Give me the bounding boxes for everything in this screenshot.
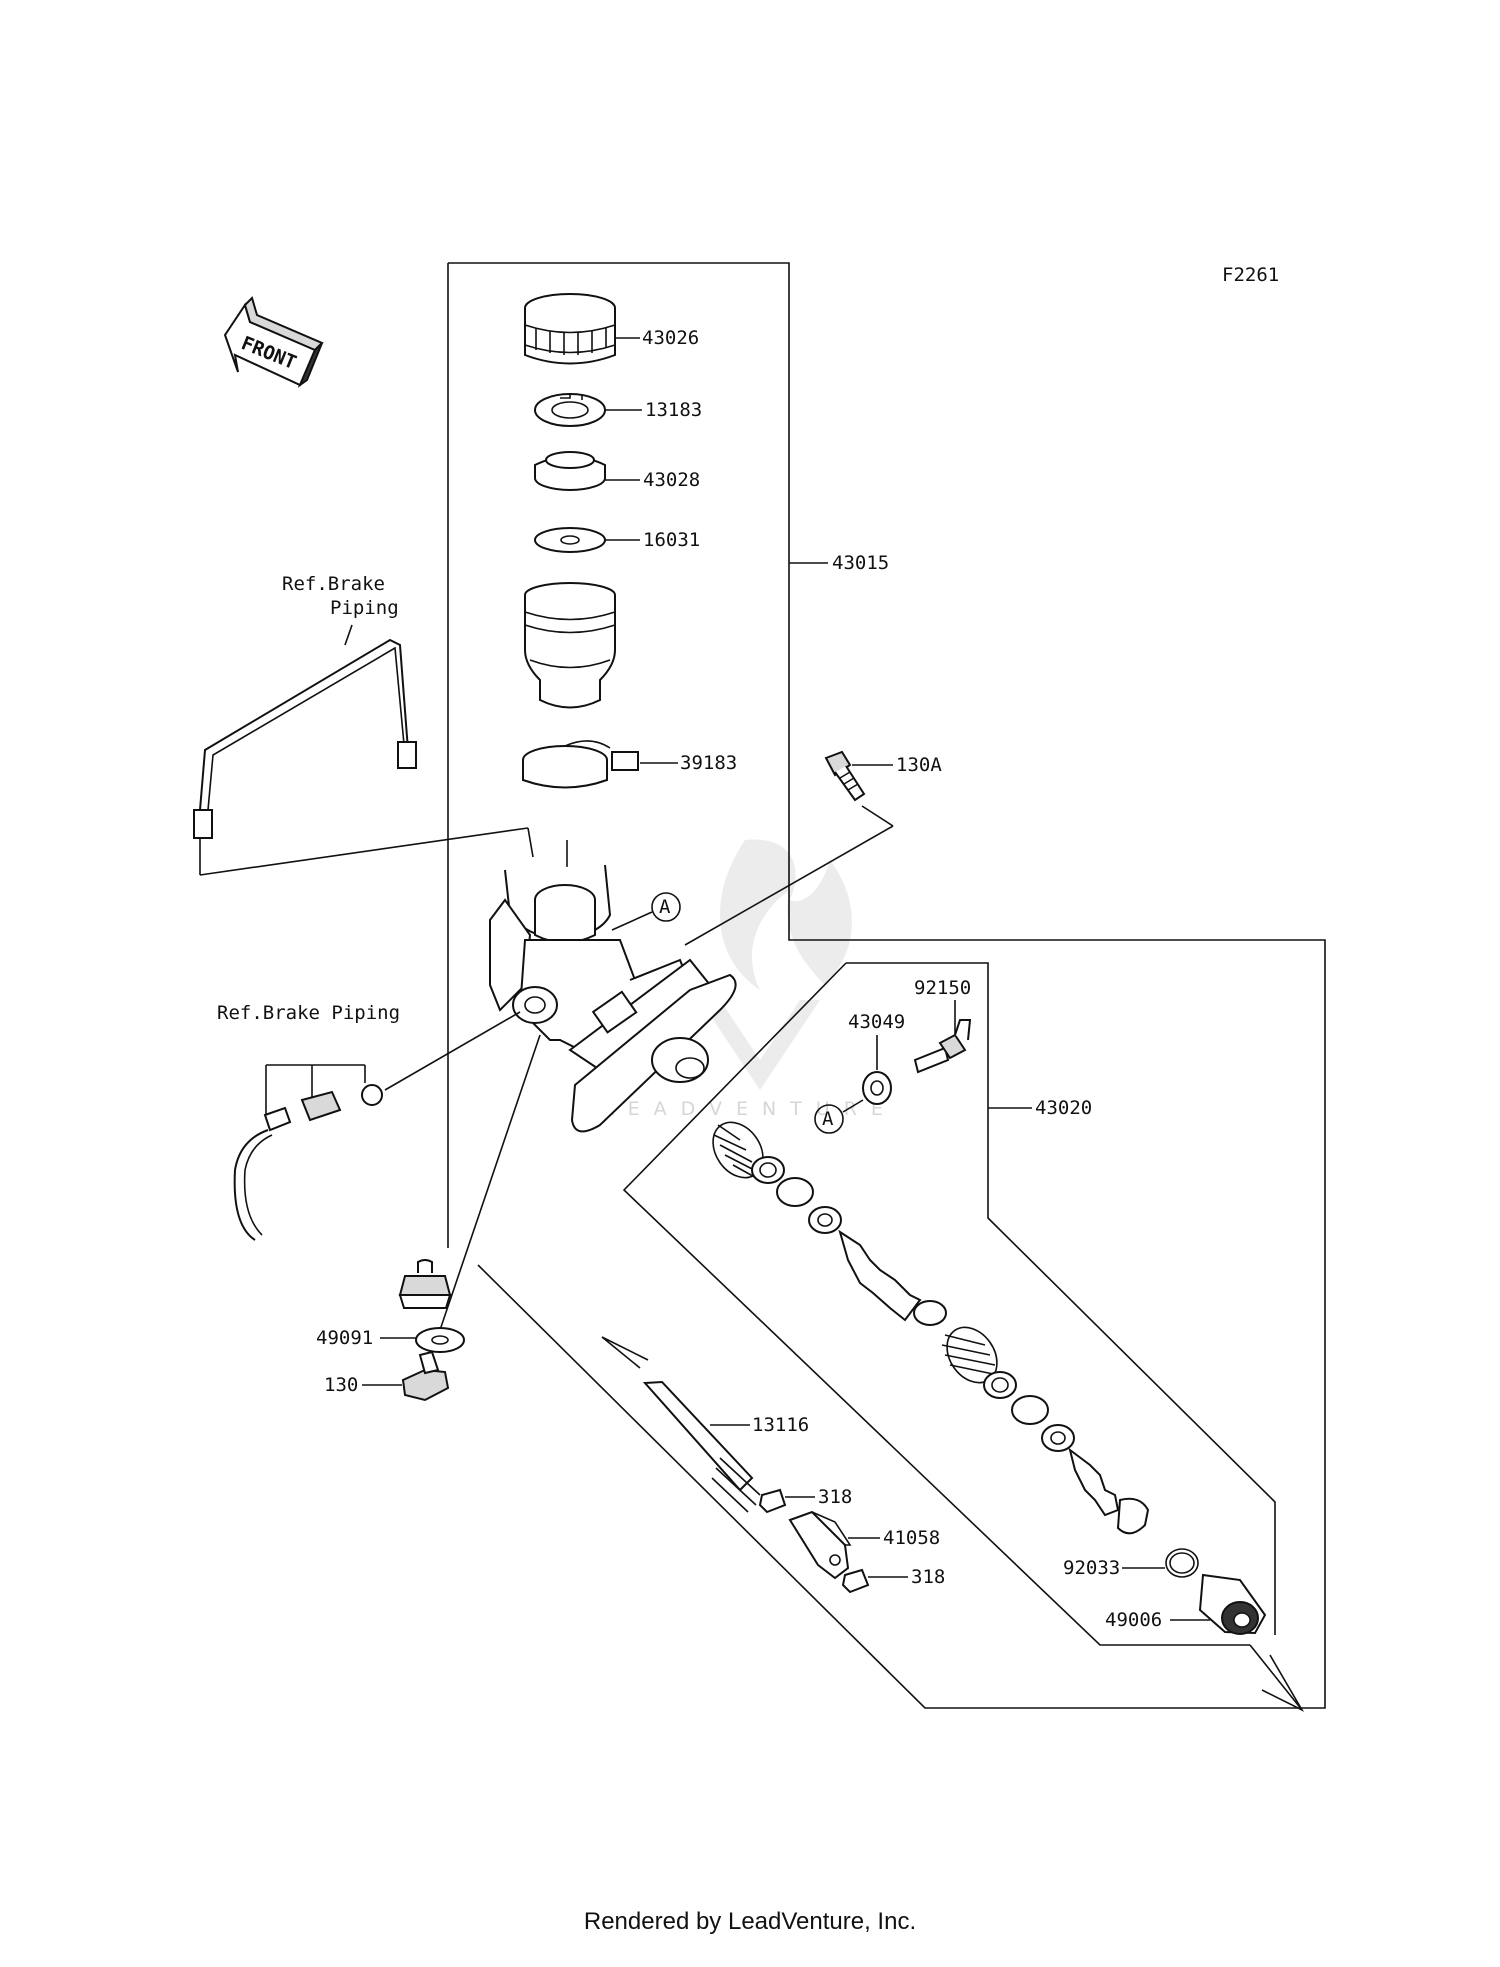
reservoir-cap xyxy=(524,293,616,365)
ref-brake-piping-upper xyxy=(193,624,534,876)
label-92150: 92150 xyxy=(914,977,971,999)
marker-a-lower xyxy=(814,1104,844,1134)
clevis xyxy=(788,1510,852,1580)
label-ref-brake-upper-1: Ref.Brake xyxy=(282,573,385,595)
push-rod xyxy=(642,1380,761,1513)
bleeder-cap xyxy=(862,1071,892,1105)
circlip xyxy=(1165,1548,1199,1578)
label-41058: 41058 xyxy=(883,1527,940,1549)
front-arrow-icon: FRONT xyxy=(223,296,324,388)
label-43020: 43020 xyxy=(1035,1097,1092,1119)
label-43028: 43028 xyxy=(643,469,700,491)
group-bracket-43020-left xyxy=(622,962,1250,1646)
marker-a-upper xyxy=(651,892,681,922)
washer-16031 xyxy=(534,527,606,553)
marker-a-lower-text: A xyxy=(822,1108,834,1130)
reservoir-body xyxy=(524,582,616,709)
washer-49091 xyxy=(415,1327,465,1353)
pushrod-arrow-upper xyxy=(601,1336,649,1369)
label-130: 130 xyxy=(324,1374,358,1396)
marker-a-upper-text: A xyxy=(659,896,671,918)
diagram-code: F2261 xyxy=(1222,264,1279,286)
label-49091: 49091 xyxy=(316,1327,373,1349)
leadventure-watermark: LEADVENTURE xyxy=(603,839,897,1120)
label-13183: 13183 xyxy=(645,399,702,421)
label-318-upper: 318 xyxy=(818,1486,852,1508)
dust-boot xyxy=(1198,1573,1267,1635)
label-39183: 39183 xyxy=(680,752,737,774)
bleeder-valve xyxy=(913,1019,972,1074)
label-43015: 43015 xyxy=(832,552,889,574)
label-92033: 92033 xyxy=(1063,1557,1120,1579)
nut-318-upper xyxy=(758,1488,787,1514)
watermark-text: LEADVENTURE xyxy=(603,1098,897,1120)
piston-internals xyxy=(712,1121,1150,1535)
ref-brake-piping-lower xyxy=(233,1011,521,1241)
label-13116: 13116 xyxy=(752,1414,809,1436)
bolt-130A xyxy=(824,750,866,802)
label-318-lower: 318 xyxy=(911,1566,945,1588)
master-cylinder-body xyxy=(489,864,737,1133)
group-bracket-43020 xyxy=(846,962,1276,1635)
label-ref-brake-upper-2: Piping xyxy=(330,597,399,619)
hose-clamp xyxy=(522,740,639,789)
group-bracket-43015 xyxy=(448,262,1326,1709)
diaphragm xyxy=(534,451,606,491)
label-43049: 43049 xyxy=(848,1011,905,1033)
nut-318-lower xyxy=(841,1568,870,1594)
diaphragm-plate xyxy=(534,393,606,427)
label-49006: 49006 xyxy=(1105,1609,1162,1631)
label-43026: 43026 xyxy=(642,327,699,349)
bolt-130-hex xyxy=(401,1368,450,1402)
label-ref-brake-lower: Ref.Brake Piping xyxy=(217,1002,400,1024)
label-16031: 16031 xyxy=(643,529,700,551)
bolt-130 xyxy=(398,1259,452,1309)
footer-credit: Rendered by LeadVenture, Inc. xyxy=(583,1908,917,1935)
label-130A: 130A xyxy=(896,754,942,776)
